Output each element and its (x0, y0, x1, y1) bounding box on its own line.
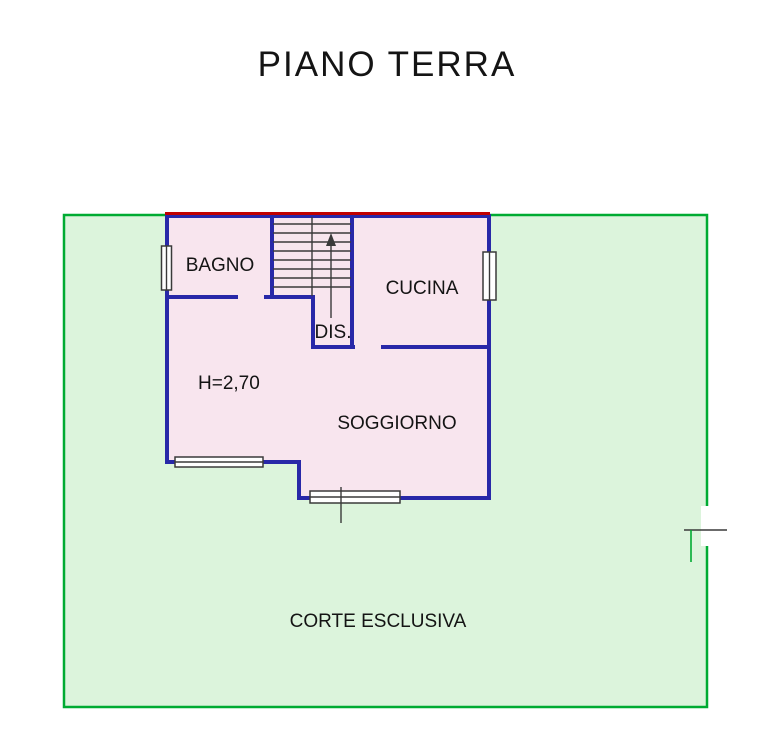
height-annotation: H=2,70 (198, 373, 260, 394)
courtyard-gate (684, 506, 727, 562)
house-footprint (165, 214, 491, 500)
page-title: PIANO TERRA (258, 45, 517, 84)
stair-arrowhead-icon (326, 233, 336, 246)
staircase (273, 217, 351, 318)
courtyard-label: CORTE ESCLUSIVA (290, 611, 467, 632)
room-label-bagno: BAGNO (186, 255, 255, 276)
windows (160, 245, 497, 523)
room-label-cucina: CUCINA (386, 278, 459, 299)
room-label-soggiorno: SOGGIORNO (337, 413, 456, 434)
gate-opening-mask (701, 506, 715, 546)
interior-walls (165, 216, 489, 349)
room-label-dis: DIS. (315, 322, 352, 343)
